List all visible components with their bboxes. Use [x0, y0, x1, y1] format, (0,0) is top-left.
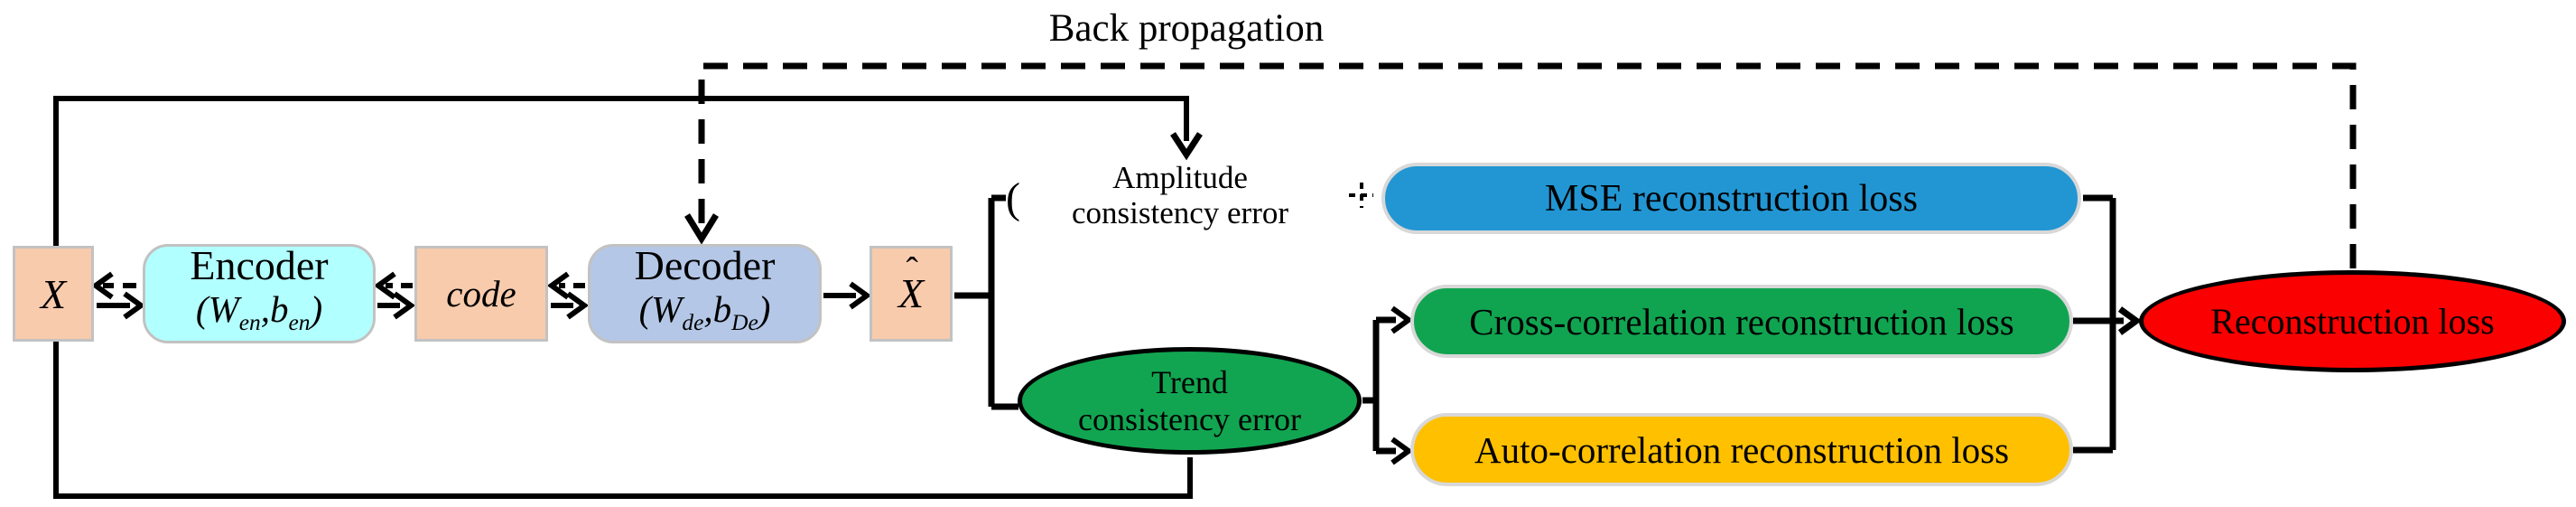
trend-error-line1: Trend [1151, 363, 1228, 400]
amplitude-error-paren: ( [1006, 174, 1020, 222]
loss-merge-path [2073, 194, 2124, 454]
hat-accent: ˆ [906, 249, 918, 290]
backprop-arrowhead-into-decoder [684, 213, 719, 245]
input-x-node: X [13, 246, 98, 352]
decoder-title: Decoder [634, 242, 776, 289]
total-reconstruction-loss-label: Reconstruction loss [2210, 301, 2495, 342]
cross-correlation-loss-label: Cross-correlation reconstruction loss [1469, 300, 2014, 343]
trend-error-ellipse: Trend consistency error [1018, 347, 1364, 463]
arrowhead-into-amplitude-error [1170, 132, 1203, 161]
arrowhead-decoder-to-xhat [849, 281, 872, 310]
amplitude-error-line2: consistency error [1071, 195, 1289, 230]
auto-correlation-loss-node: Auto-correlation reconstruction loss [1410, 413, 2077, 495]
decoder-params: (Wde,bDe) [638, 288, 771, 336]
trend-split-path [1362, 316, 1396, 455]
input-bottom-line-path [53, 342, 1193, 499]
amplitude-error-label: Amplitude consistency error [1035, 160, 1325, 236]
amplitude-error-line1: Amplitude [1112, 160, 1248, 195]
encoder-node: Encoder (Wen,ben) [143, 242, 380, 353]
backward-arrowhead-encoder-code [373, 271, 396, 300]
backprop-dashed-path [698, 62, 2357, 268]
encoder-params: (Wen,ben) [195, 288, 323, 336]
arrowhead-into-cross-loss [1390, 305, 1414, 334]
code-label: code [446, 273, 516, 315]
code-node: code [414, 246, 553, 352]
input-top-line-path [53, 96, 1189, 246]
forward-arrowhead-code-decoder [566, 291, 590, 320]
decoder-node: Decoder (Wde,bDe) [588, 242, 826, 353]
backward-arrowhead-x-encoder [90, 271, 114, 300]
trend-error-line2: consistency error [1078, 400, 1301, 437]
total-reconstruction-loss-ellipse: Reconstruction loss [2139, 270, 2569, 380]
arrowhead-into-auto-loss [1390, 437, 1414, 465]
xhat-error-bracket-path [954, 194, 1018, 410]
arrowhead-into-total-loss [2117, 306, 2142, 335]
forward-arrowhead-encoder-code [393, 291, 416, 320]
cross-correlation-loss-node: Cross-correlation reconstruction loss [1410, 285, 2077, 367]
backward-arrowhead-code-decoder [546, 271, 570, 300]
auto-correlation-loss-label: Auto-correlation reconstruction loss [1474, 428, 2010, 471]
forward-arrowhead-x-encoder [123, 291, 146, 320]
input-x-label: X [40, 270, 67, 317]
mse-loss-node: MSE reconstruction loss [1381, 163, 2085, 243]
encoder-title: Encoder [190, 242, 329, 289]
mse-loss-label: MSE reconstruction loss [1545, 177, 1918, 220]
back-propagation-label: Back propagation [1018, 7, 1354, 56]
